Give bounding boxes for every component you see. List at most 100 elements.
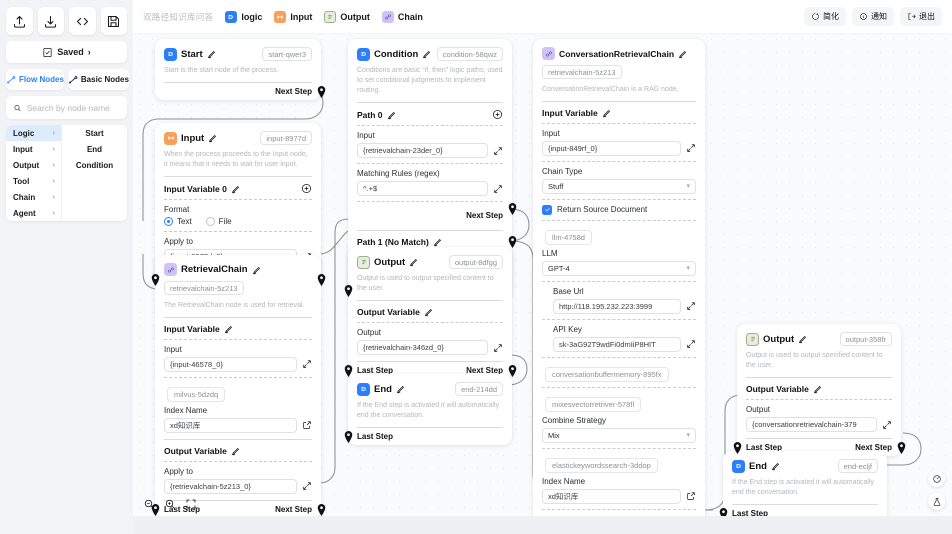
node-item-condition[interactable]: Condition [75,160,114,170]
edit-pencil-icon[interactable] [207,49,217,59]
expand-icon[interactable] [882,420,892,430]
return-source-document-checkbox[interactable]: Return Source Document [542,204,696,215]
exit-button[interactable]: 退出 [900,7,942,26]
flow-canvas[interactable]: Start start-qwer3 Start is the start nod… [133,33,952,516]
index-name-value[interactable]: xd知识库 [164,417,297,433]
edit-pencil-icon[interactable] [678,49,688,59]
path-0-regex-value[interactable]: ^.+$ [357,181,488,197]
next-step-label[interactable]: Next Step [466,366,503,376]
add-variable-icon[interactable] [301,183,312,194]
port-next[interactable] [317,503,326,516]
last-step-label[interactable]: Last Step [732,509,769,516]
code-button[interactable] [69,7,96,35]
last-step-label[interactable]: Last Step [357,366,394,376]
expand-icon[interactable] [686,339,696,349]
node-conversation-retrieval-chain[interactable]: ConversationRetrievalChain retrievalchai… [533,39,705,516]
edit-pencil-icon[interactable] [409,257,419,267]
chain-type-select[interactable]: Stuff ▾ [542,178,696,194]
category-tool[interactable]: Tool› [6,173,61,189]
save-button[interactable] [100,7,127,35]
last-step-label[interactable]: Last Step [164,504,201,514]
upload-button[interactable] [6,7,33,35]
node-end-mid[interactable]: End end-214dd If the End step is activat… [344,374,512,446]
port-last[interactable] [151,503,160,516]
node-end-right[interactable]: End end-ecljf If the End step is activat… [719,451,887,516]
base-url-value[interactable]: http://118.195.232.223:3999 [553,298,681,314]
expand-icon[interactable] [686,143,696,153]
port-next[interactable] [317,85,326,99]
edit-pencil-icon[interactable] [602,108,612,118]
output-value[interactable]: {conversationretrievalchain-379 [746,417,877,433]
download-button[interactable] [37,7,64,35]
port-path0-next[interactable] [508,202,517,215]
experiment-button[interactable] [928,493,945,510]
edit-pencil-icon[interactable] [231,446,241,456]
port-last[interactable] [719,507,728,516]
node-start[interactable]: Start start-qwer3 Start is the start nod… [155,39,325,101]
node-item-start[interactable]: Start [85,128,104,138]
expand-icon[interactable] [302,481,312,491]
port-next[interactable] [897,441,906,455]
next-step-label[interactable]: Next Step [466,211,503,221]
next-step-label[interactable]: Next Step [855,443,892,453]
llm-select[interactable]: GPT-4 ▾ [542,260,696,276]
edit-pencil-icon[interactable] [798,334,808,344]
index-name-value-1[interactable]: xd知识库 [542,488,681,504]
next-step-label[interactable]: Next Step [275,504,312,514]
open-external-icon[interactable] [302,420,312,430]
output-value[interactable]: {retrievalchain-346zd_0} [357,340,488,356]
edit-pencil-icon[interactable] [224,324,234,334]
category-output[interactable]: Output› [6,157,61,173]
node-retrievalchain[interactable]: RetrievalChain retrievalchain-5z213 The … [151,255,325,516]
input-value[interactable]: {input-849rf_0} [542,140,681,156]
edit-pencil-icon[interactable] [422,49,432,59]
category-input[interactable]: Input› [6,141,61,157]
port-last[interactable] [344,284,353,298]
add-path-icon[interactable] [492,109,503,120]
node-output-right[interactable]: Output output-358fr Output is used to ou… [733,324,905,457]
last-step-label[interactable]: Last Step [357,432,394,442]
zoom-in-icon[interactable] [164,498,176,510]
combine-strategy-select[interactable]: Mix ▾ [542,427,696,443]
port-next[interactable] [508,364,517,378]
edit-pencil-icon[interactable] [387,110,397,120]
category-agent[interactable]: Agent› [6,205,61,221]
category-chain[interactable]: Chain› [6,189,61,205]
node-item-end[interactable]: End [86,144,103,154]
expand-icon[interactable] [686,301,696,311]
port-last[interactable] [344,364,353,378]
port-last[interactable] [733,441,742,455]
expand-icon[interactable] [493,343,503,353]
port-next[interactable] [317,273,326,287]
expand-icon[interactable] [493,146,503,156]
tab-basic-nodes[interactable]: Basic Nodes [67,69,129,90]
edit-pencil-icon[interactable] [231,184,241,194]
expand-icon[interactable] [493,184,503,194]
simplify-button[interactable]: 简化 [804,7,846,26]
last-step-label[interactable]: Last Step [746,443,783,453]
search-box[interactable] [6,96,127,119]
gauge-button[interactable] [928,470,945,487]
edit-pencil-icon[interactable] [396,384,406,394]
edit-pencil-icon[interactable] [813,384,823,394]
category-logic[interactable]: Logic› [6,125,61,141]
edit-pencil-icon[interactable] [424,307,434,317]
edit-pencil-icon[interactable] [252,265,262,275]
format-radio-file[interactable]: File [205,217,232,227]
port-last[interactable] [344,430,353,444]
node-output-mid[interactable]: Output output-8dfgg Output is used to ou… [344,247,516,380]
edit-pencil-icon[interactable] [208,133,218,143]
next-step-label[interactable]: Next Step [275,87,312,97]
expand-icon[interactable] [302,252,312,262]
edit-pencil-icon[interactable] [433,237,443,247]
expand-icon[interactable] [302,359,312,369]
fit-screen-icon[interactable] [185,498,197,510]
apply-to-value[interactable]: {retrievalchain-5z213_0} [164,478,297,494]
input-value[interactable]: {input-46578_0} [164,356,297,372]
search-input[interactable] [26,102,120,113]
format-radio-text[interactable]: Text [164,217,192,227]
edit-pencil-icon[interactable] [771,461,781,471]
open-external-icon[interactable] [686,491,696,501]
path-0-input-value[interactable]: {retrievalchain-23der_0} [357,143,488,159]
notification-button[interactable]: 通知 [852,7,894,26]
